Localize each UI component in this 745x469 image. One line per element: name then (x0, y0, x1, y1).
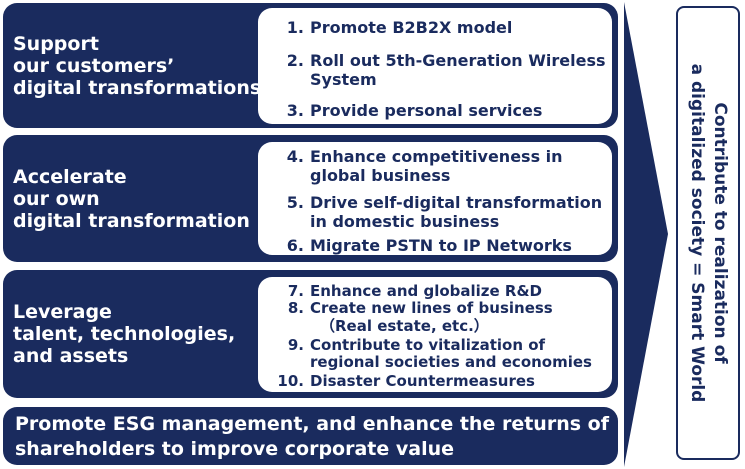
pillar-label-3: Leverage talent, technologies, and asset… (13, 301, 236, 367)
pillar-list-3: 7. Enhance and globalize R&D 8. Create n… (258, 277, 612, 392)
goal-box: Contribute to realization of a digitaliz… (676, 6, 740, 460)
pillar-label-2: Accelerate our own digital transformatio… (13, 166, 250, 232)
pillar-band-2: Accelerate our own digital transformatio… (3, 135, 618, 262)
goal-text: Contribute to realization of a digitaliz… (687, 63, 730, 403)
pillar-list-1: 1. Promote B2B2X model 2. Roll out 5th-G… (258, 8, 612, 124)
pillar-band-1: Support our customers’ digital transform… (3, 3, 618, 128)
arrow-right-icon (624, 2, 668, 467)
pillar-list-2: 4. Enhance competitiveness in global bus… (258, 142, 612, 255)
pillar-band-3: Leverage talent, technologies, and asset… (3, 270, 618, 398)
pillar-label-1: Support our customers’ digital transform… (13, 33, 262, 99)
esg-band: Promote ESG management, and enhance the … (3, 407, 618, 465)
